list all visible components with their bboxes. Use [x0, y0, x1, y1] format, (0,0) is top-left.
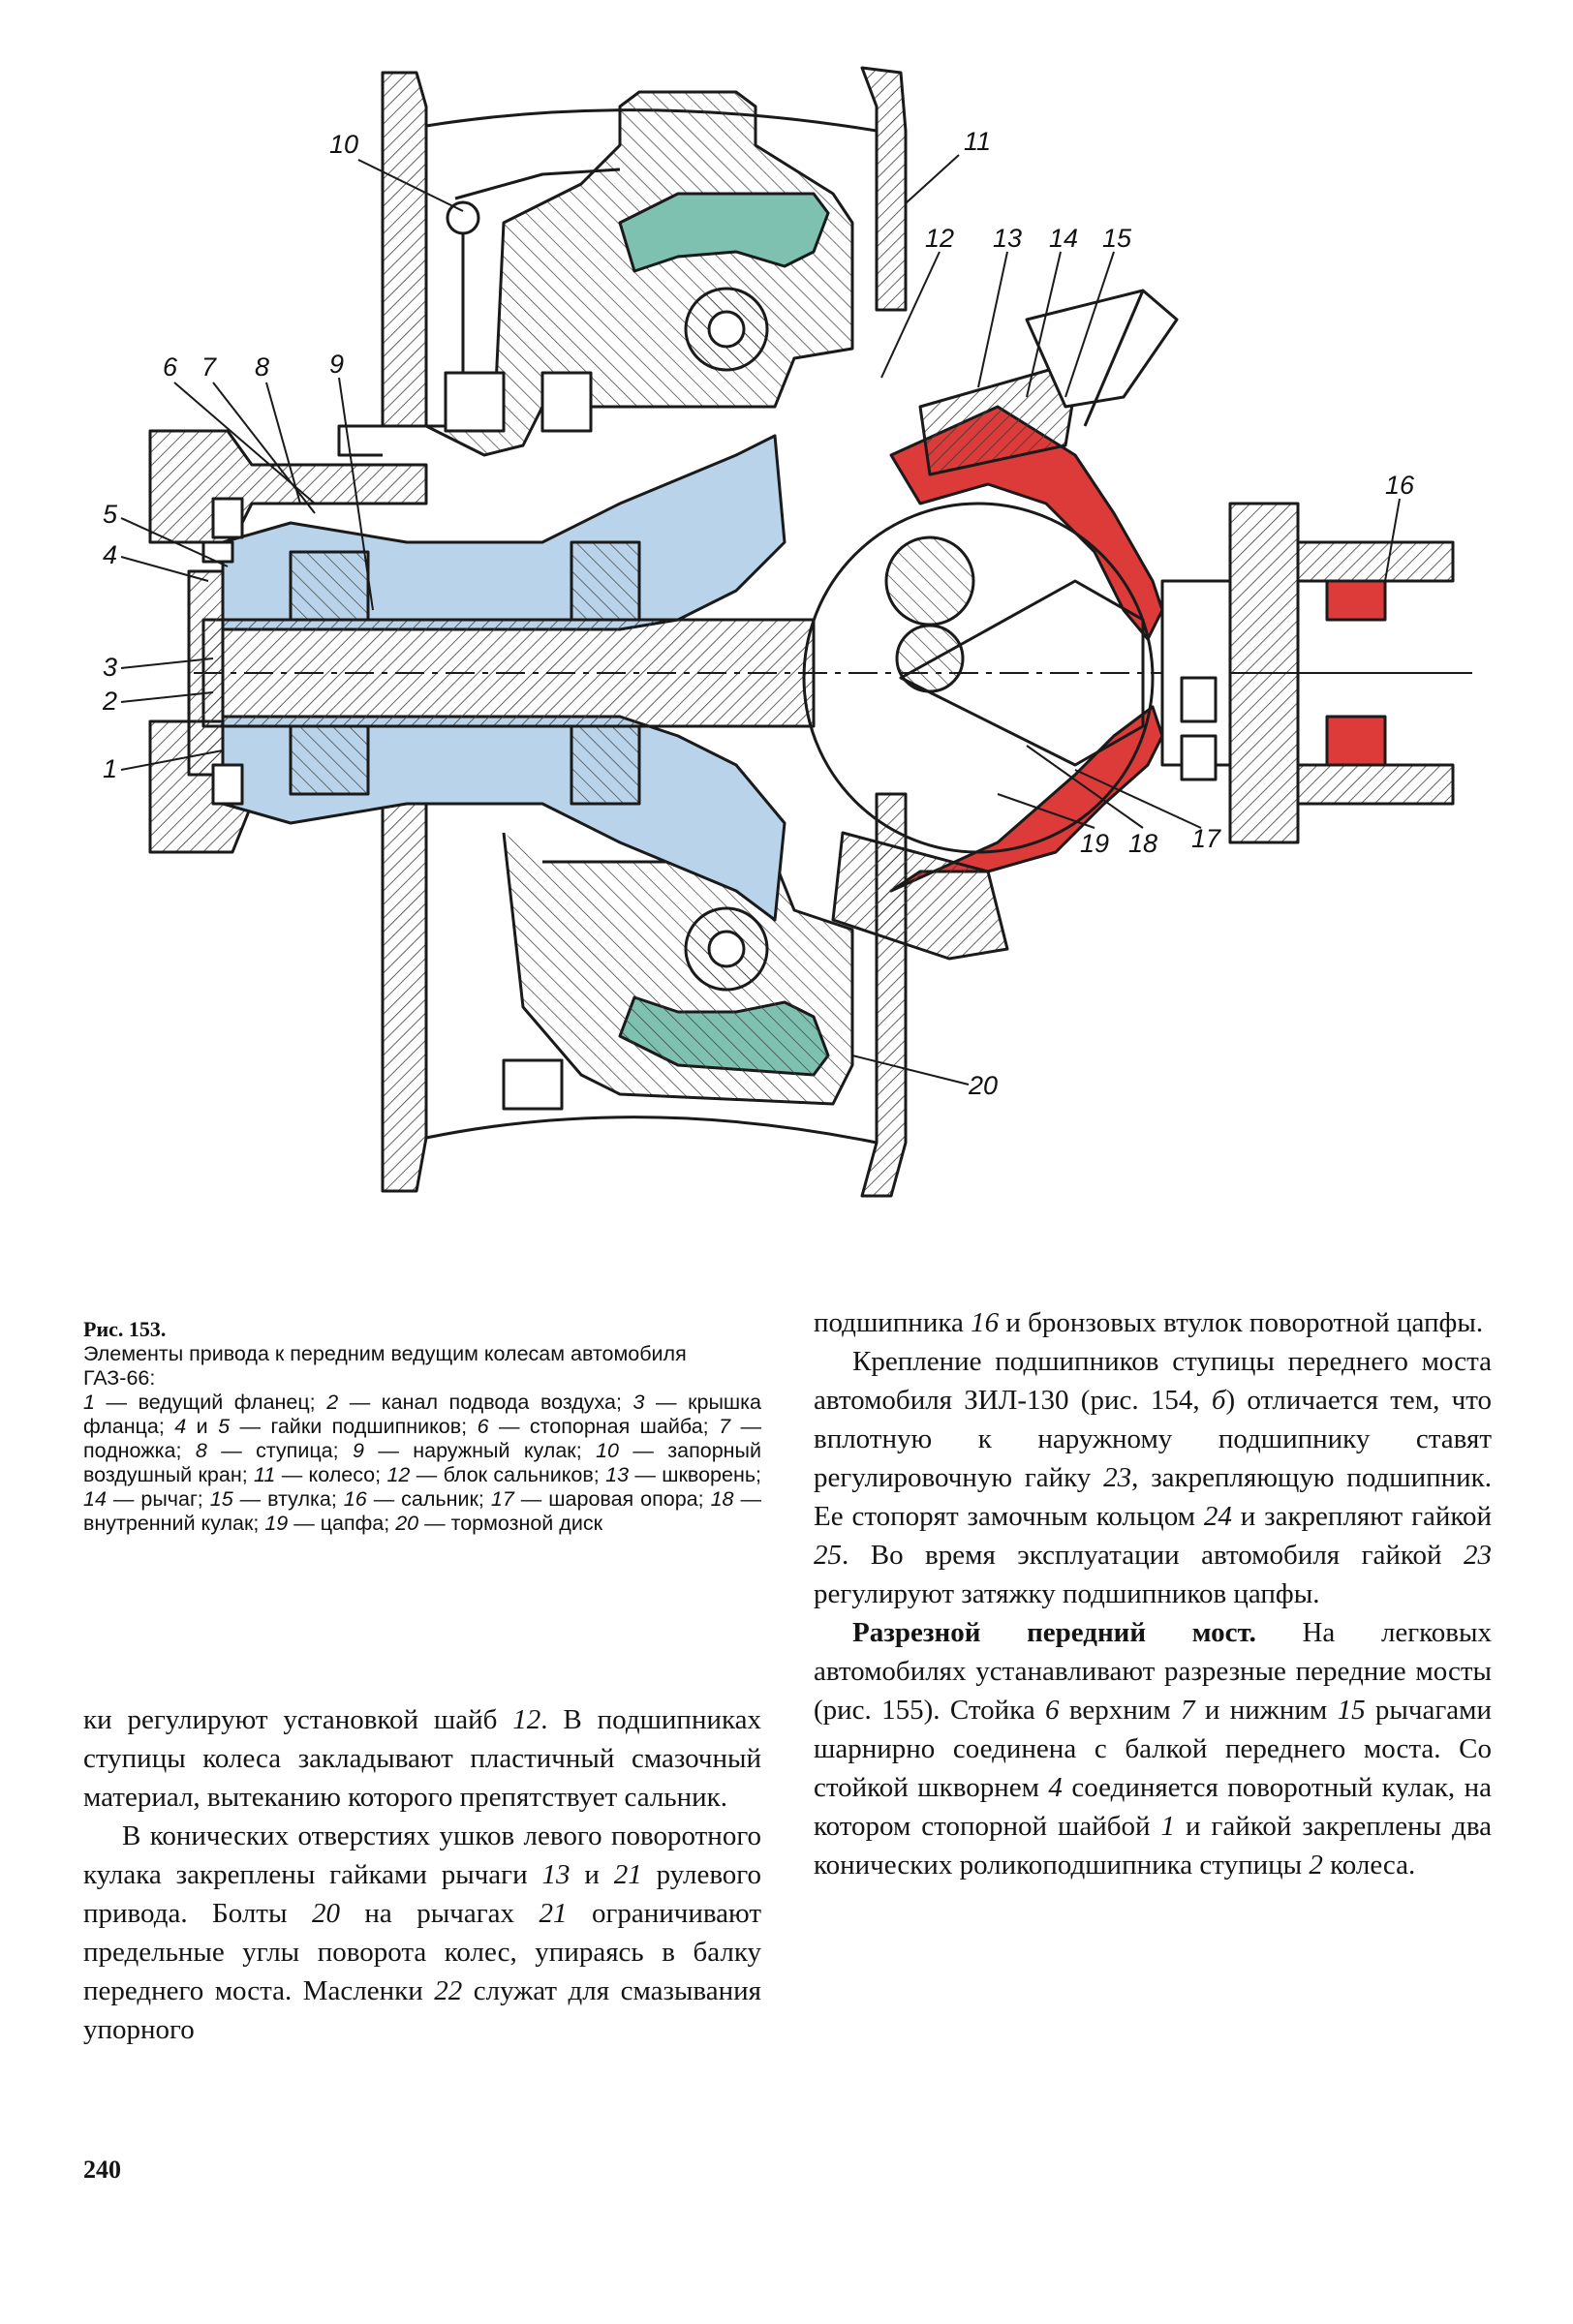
- italic-ref: 16: [971, 1307, 1000, 1338]
- italic-ref: 6: [1045, 1695, 1060, 1726]
- italic-ref: 20: [311, 1898, 340, 1929]
- figure-caption: Рис. 153. Элементы привода к передним ве…: [83, 1317, 761, 1536]
- legend-number: 1: [83, 1391, 95, 1414]
- page-number: 240: [83, 2156, 121, 2184]
- italic-ref: 13: [541, 1859, 571, 1890]
- legend-number: 10: [596, 1439, 620, 1462]
- callout-4: 4: [103, 540, 117, 569]
- legend-number: 20: [395, 1512, 419, 1535]
- italic-ref: 12: [512, 1704, 541, 1735]
- legend-number: 15: [209, 1487, 233, 1511]
- italic-ref: 4: [1048, 1772, 1063, 1803]
- callout-6: 6: [163, 352, 178, 382]
- paragraph: Разрезной передний мост. На легковых авт…: [814, 1617, 1493, 1881]
- kingpin-lower: [831, 831, 1009, 961]
- italic-ref: 25: [814, 1540, 842, 1571]
- callout-11: 11: [964, 127, 991, 156]
- wheel-rim-left: [381, 71, 428, 428]
- italic-ref: 21: [539, 1898, 568, 1929]
- legend-number: 12: [386, 1463, 411, 1486]
- bearing-inner: [570, 540, 641, 622]
- callout-20: 20: [968, 1071, 998, 1100]
- callout-1: 1: [103, 754, 117, 783]
- legend-number: 17: [490, 1487, 514, 1511]
- italic-ref: 23: [1464, 1540, 1492, 1571]
- figure-title: Элементы привода к передним ведущим коле…: [83, 1342, 687, 1390]
- legend-number: 8: [195, 1439, 207, 1462]
- callout-3: 3: [103, 653, 117, 682]
- legend-number: 4: [174, 1415, 187, 1438]
- brake-disc-upper: [618, 192, 830, 273]
- text-column-right: подшипника 16 и бронзовых втулок поворот…: [814, 1303, 1492, 1884]
- legend-number: 16: [343, 1487, 367, 1511]
- text-column-left: ки регулируют установкой шайб 12. В подш…: [83, 1700, 761, 2049]
- callout-15: 15: [1102, 224, 1132, 253]
- bold-heading: Разрезной передний мост.: [852, 1617, 1256, 1648]
- callout-10: 10: [329, 130, 358, 159]
- steering-arm: [1025, 289, 1179, 409]
- legend-number: 2: [326, 1391, 339, 1414]
- seal-16: [1325, 579, 1387, 767]
- callout-2: 2: [102, 687, 117, 716]
- air-valve: [446, 200, 480, 235]
- figure-drawing: 10 11 12 13 14 15 16 6 7 8 9 5 4 3 2 1 1…: [102, 66, 1472, 1198]
- paragraph: В конических отверстиях ушков левого пов…: [83, 1820, 761, 2045]
- legend-number: 14: [83, 1487, 107, 1511]
- italic-ref: 2: [1309, 1850, 1323, 1881]
- callout-17: 17: [1191, 824, 1221, 853]
- legend-number: 5: [218, 1415, 231, 1438]
- paragraph: подшипника 16 и бронзовых втулок поворот…: [814, 1307, 1484, 1338]
- legend-number: 19: [264, 1512, 289, 1535]
- legend-number: 3: [632, 1391, 645, 1414]
- callout-13: 13: [993, 224, 1022, 253]
- italic-ref: б: [1211, 1385, 1226, 1416]
- wheel-rim-right: [860, 66, 908, 312]
- callout-7: 7: [201, 352, 217, 382]
- italic-ref: 1: [1160, 1811, 1176, 1842]
- italic-ref: 23: [1103, 1462, 1132, 1493]
- wheel-rim-left-lower: [381, 782, 428, 1193]
- callout-19: 19: [1080, 829, 1109, 858]
- legend-number: 9: [352, 1439, 364, 1462]
- bearing-outer: [289, 550, 370, 622]
- italic-ref: 7: [1181, 1695, 1195, 1726]
- callout-18: 18: [1128, 829, 1157, 858]
- drive-flange: [187, 569, 225, 777]
- legend-number: 7: [719, 1415, 731, 1438]
- callout-8: 8: [255, 352, 269, 382]
- italic-ref: 15: [1337, 1695, 1366, 1726]
- callout-5: 5: [103, 500, 118, 529]
- legend-number: 11: [254, 1463, 276, 1486]
- legend-number: 13: [605, 1463, 630, 1486]
- figure-legend: 1 — ведущий фланец; 2 — канал подвода во…: [83, 1391, 762, 1535]
- callout-14: 14: [1049, 224, 1078, 253]
- figure-label: Рис. 153.: [83, 1317, 167, 1341]
- italic-ref: 22: [434, 1975, 463, 2006]
- kingpin-upper: [918, 366, 1077, 476]
- ball-support: [802, 502, 1155, 854]
- callout-9: 9: [329, 350, 344, 379]
- callout-12: 12: [925, 224, 954, 253]
- callout-16: 16: [1385, 471, 1415, 500]
- legend-number: 6: [477, 1415, 489, 1438]
- paragraph: Крепление подшипников ступицы переднего …: [814, 1346, 1492, 1609]
- legend-number: 18: [710, 1487, 734, 1511]
- italic-ref: 21: [613, 1859, 642, 1890]
- italic-ref: 24: [1203, 1501, 1232, 1532]
- paragraph: ки регулируют установкой шайб 12. В подш…: [83, 1704, 761, 1813]
